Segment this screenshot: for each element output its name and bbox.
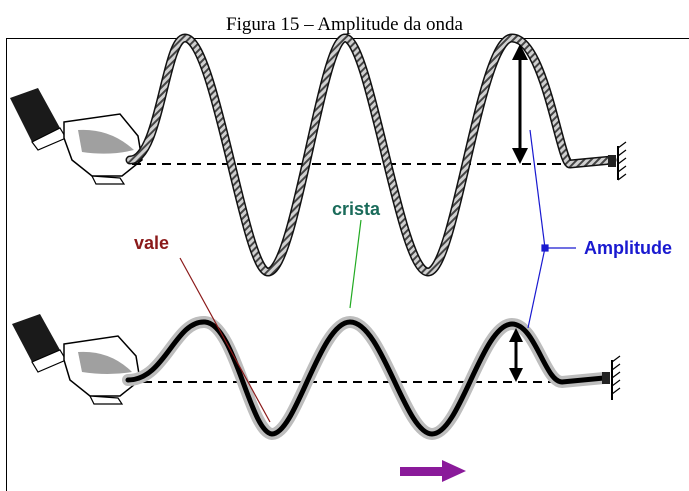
bottom-wave-panel [12, 314, 620, 482]
vale-label: vale [134, 233, 169, 253]
crista-label: crista [332, 199, 381, 219]
bottom-hand-icon [12, 314, 140, 404]
bottom-wall-icon [602, 356, 620, 400]
top-hand-icon [10, 88, 142, 184]
amplitude-label: Amplitude [584, 238, 672, 258]
direction-arrow-icon [400, 460, 466, 482]
top-wall-icon [608, 142, 626, 180]
top-amplitude-arrow [512, 44, 528, 164]
vale-pointer-line [180, 258, 270, 422]
crista-pointer-line [350, 220, 361, 308]
bottom-amplitude-arrow [509, 328, 523, 382]
